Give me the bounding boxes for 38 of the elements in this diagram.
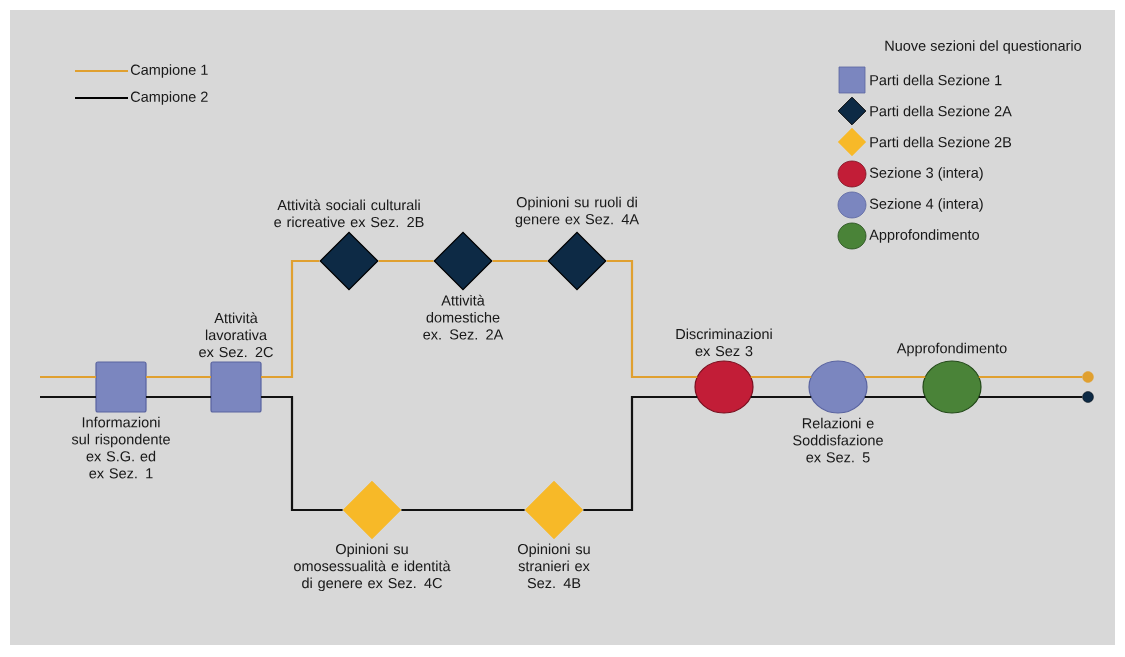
connector-line xyxy=(606,259,698,379)
connector-line xyxy=(978,395,1083,399)
node-label: Approfondimento xyxy=(896,342,1007,357)
node-label: Attività sociali culturali e ricreative ex Sez. 2B xyxy=(274,199,424,228)
legend-text: Parti della Sezione 2B xyxy=(870,136,1012,148)
section-square: Informazioni sul rispondente ex S.G. ed ex Sez. 1 xyxy=(71,361,170,479)
section-square: Attività lavorativa ex Sez. 2C xyxy=(199,312,273,413)
connector-line xyxy=(378,259,434,263)
connector-line xyxy=(40,375,96,379)
node-label: Opinioni su stranieri ex Sez. 4B xyxy=(518,543,590,589)
node-label: Informazioni sul rispondente ex S.G. ed ex Sez. 1 xyxy=(71,416,170,479)
connector-line xyxy=(401,508,525,512)
node-label: Attività lavorativa ex Sez. 2C xyxy=(199,312,273,358)
connector-line xyxy=(146,375,211,379)
node-label: Opinioni su omosessualità e identità di genere ex Sez. 4C xyxy=(294,543,451,592)
connector-line xyxy=(261,395,343,512)
connector-line xyxy=(750,375,812,379)
legend-text: Sezione 3 (intera) xyxy=(869,167,983,181)
legend-title: Nuove sezioni del questionario xyxy=(885,40,1082,54)
connector-line xyxy=(978,375,1083,379)
legend-text: Campione 2 xyxy=(130,91,208,105)
connector-line xyxy=(583,395,698,512)
legend-text: Approfondimento xyxy=(869,229,979,243)
connector-line xyxy=(492,259,548,263)
node-label: Attività domestiche ex. Sez. 2A xyxy=(423,294,504,340)
connector-line xyxy=(146,395,211,399)
legend-text: Parti della Sezione 1 xyxy=(870,74,1002,86)
node-label: Discriminazioni ex Sez 3 xyxy=(676,328,772,357)
legend-text: Parti della Sezione 2A xyxy=(870,105,1012,117)
connector-line xyxy=(261,259,320,379)
connector-line xyxy=(750,395,812,399)
connector-line xyxy=(864,375,926,379)
node-label: Relazioni e Soddisfazione ex Sez. 5 xyxy=(793,417,883,463)
legend-text: Campione 1 xyxy=(130,64,208,78)
node-label: Opinioni su ruoli di genere ex Sez. 4A xyxy=(515,196,640,228)
connector-line xyxy=(864,395,926,399)
legend-text: Sezione 4 (intera) xyxy=(869,198,983,212)
connector-line xyxy=(40,395,96,399)
